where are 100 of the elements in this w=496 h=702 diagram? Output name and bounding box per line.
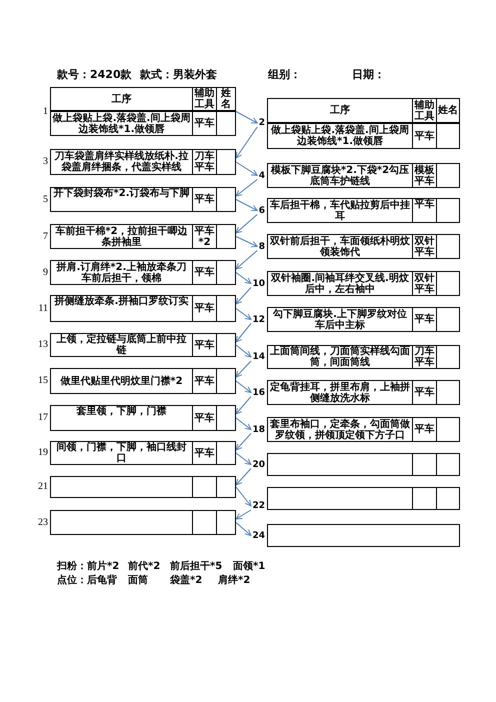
process-step-text: 套里领，下脚，门襟 <box>76 406 166 417</box>
empty-row <box>267 453 460 476</box>
process-row <box>267 271 460 296</box>
tool-text: 平车 <box>194 376 214 386</box>
flow-arrow <box>236 396 252 414</box>
note-text: 袋盖*2 <box>170 575 202 587</box>
step-number: 24 <box>252 530 265 540</box>
flow-arrow <box>236 111 258 124</box>
step-number: 8 <box>258 242 265 252</box>
flow-arrow <box>236 468 252 486</box>
flow-arrow <box>236 214 258 234</box>
flow-arrow <box>236 486 252 506</box>
step-number: 1 <box>43 106 48 116</box>
process-row <box>267 417 460 442</box>
tool-text: 双针平车 <box>414 272 435 294</box>
tool-text: 模板平车 <box>414 164 435 186</box>
form-header-text: 组别： <box>268 68 301 82</box>
empty-row <box>267 487 460 510</box>
flow-arrow <box>236 162 258 176</box>
flow-arrow <box>236 344 252 358</box>
step-number: 12 <box>252 314 265 324</box>
flow-arrow <box>236 433 252 450</box>
tool-text: 平车 <box>194 340 214 350</box>
step-number: 10 <box>252 278 265 288</box>
note-text: 面筒 <box>128 575 148 587</box>
process-row <box>50 295 236 322</box>
flow-arrow <box>236 522 252 536</box>
flow-arrow <box>236 236 258 248</box>
step-number: 20 <box>252 460 265 470</box>
process-row <box>50 149 236 175</box>
flow-arrow <box>236 287 252 304</box>
flow-arrow <box>236 250 258 270</box>
step-number: 17 <box>38 413 48 423</box>
tool-text: 平车 <box>194 118 214 129</box>
tool-text: 平车 <box>414 130 434 142</box>
process-step-text: 做上袋贴上袋.落袋盖.间上袋周边装饰线*1.做领唇 <box>52 112 191 134</box>
process-row <box>50 405 236 431</box>
process-row <box>50 368 236 394</box>
step-number: 21 <box>38 482 48 492</box>
flow-arrow <box>236 126 258 158</box>
flow-arrow <box>236 179 258 196</box>
process-row <box>267 198 460 223</box>
process-row <box>50 333 236 357</box>
step-number: 16 <box>252 388 265 398</box>
process-step-text: 定龟背挂耳，拼里布肩，上袖拼侧缝放洗水标 <box>269 382 411 404</box>
process-row <box>50 224 236 249</box>
empty-row <box>50 510 236 535</box>
step-number: 14 <box>252 352 265 362</box>
tool-text: 刀车平车 <box>414 346 435 368</box>
step-number: 7 <box>43 232 48 242</box>
table-header-row <box>50 87 236 111</box>
process-row <box>267 234 460 259</box>
step-number: 18 <box>252 424 265 434</box>
process-step-text: 做上袋贴上袋.落袋盖.间上袋周边装饰线*1.做领唇 <box>270 125 410 147</box>
tool-text: 平车 <box>194 267 214 278</box>
process-step-text: 勾下脚豆腐块.上下脚罗纹对位车后中主标 <box>272 308 408 330</box>
process-step-text: 模板下脚豆腐块*2.下袋*2勾压底筒车护链线 <box>270 164 410 186</box>
tool-text: 刀车平车 <box>194 151 215 173</box>
tool-text: 平车 <box>414 424 434 435</box>
empty-row <box>267 524 460 547</box>
flow-arrow <box>236 510 252 520</box>
process-step-text: 套里布袖口，定牵条，勾面筒做罗纹领，拼领顶定领下方子口 <box>269 418 411 440</box>
step-number: 23 <box>38 518 48 528</box>
flow-arrow <box>236 323 252 342</box>
tool-text: 平车 <box>414 314 434 325</box>
tool-text: 平车 <box>414 387 434 398</box>
process-step-text: 拼侧缝放牵条.拼袖口罗纹订实 <box>54 296 188 307</box>
process-row <box>267 123 460 149</box>
step-number: 5 <box>43 194 48 204</box>
process-step-text: 开下袋封袋布*2.订袋布与下脚 <box>54 188 190 199</box>
note-text: 前后担干*5 <box>170 561 222 573</box>
process-step-text: 做里代贴里代明炆里门襟*2 <box>60 376 183 386</box>
form-header-text: 款式：男装外套 <box>140 68 217 82</box>
step-number: 4 <box>258 170 265 180</box>
tool-text: 平车*2 <box>194 226 215 248</box>
flow-arrow <box>236 199 258 211</box>
column-header: 辅助工具 <box>414 100 435 122</box>
step-number: 15 <box>38 376 48 386</box>
column-header: 工序 <box>112 94 132 104</box>
form-header-text: 日期： <box>352 68 385 82</box>
flow-arrow <box>236 308 252 320</box>
process-step-text: 拼肩.订肩绊*2.上袖放牵条刀车前后担干，领棉 <box>55 262 188 284</box>
process-row <box>267 307 460 332</box>
form-header-text: 款号：2420款 <box>57 68 132 82</box>
process-row <box>50 187 236 212</box>
process-row <box>50 260 236 285</box>
process-step-text: 刀车袋盖肩绊实样线放纸朴.拉袋盖肩绊捆条，代盖实样线 <box>53 151 190 173</box>
process-step-text: 间领，门襟，下脚，袖口线封口 <box>56 442 188 464</box>
step-number: 6 <box>258 206 265 216</box>
tool-text: 平车 <box>194 448 214 458</box>
process-row <box>267 380 460 405</box>
process-step-text: 双针袖圈.间袖耳绊交叉线.明炆后中，左右袖中 <box>270 272 410 294</box>
note-text: 点位：后龟背 <box>57 575 117 587</box>
step-number: 11 <box>38 304 48 314</box>
tool-text: 平车 <box>194 412 214 424</box>
process-step-text: 上面筒间线，刀面筒实样线勾面筒，间面筒线 <box>269 346 411 368</box>
tool-text: 平车 <box>194 194 214 205</box>
flow-arrow <box>236 452 252 465</box>
tool-text: 双针平车 <box>414 236 435 258</box>
note-text: 扫粉：前片*2 <box>57 561 120 573</box>
